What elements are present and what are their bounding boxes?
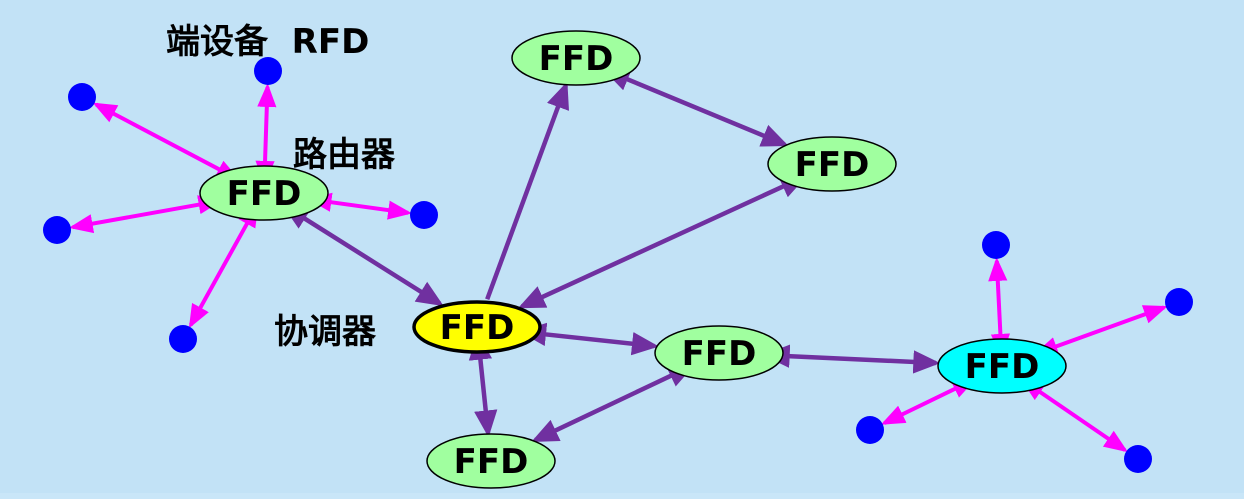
ffd-label: FFD xyxy=(454,442,529,482)
ffd-node-top: FFD xyxy=(511,30,641,86)
ffd-ellipse xyxy=(412,300,542,354)
ffd-ellipse xyxy=(199,165,329,221)
ffd-ellipse xyxy=(511,30,641,86)
ffd-node-right: FFD xyxy=(767,136,897,192)
rfd-node xyxy=(856,416,884,444)
router-label: 路由器 xyxy=(293,135,396,175)
rfd-link-router-r3 xyxy=(307,192,413,220)
backbone-link-mid-cyan xyxy=(762,344,941,374)
ffd-node-bottom: FFD xyxy=(426,433,556,489)
ffd-node-router: FFD xyxy=(199,165,329,221)
ffd-ellipse xyxy=(654,325,784,381)
ffd-label: FFD xyxy=(965,347,1040,387)
rfd-node xyxy=(410,201,438,229)
backbone-link-top-right xyxy=(602,68,789,147)
rfd-link-cyan-c4 xyxy=(1020,378,1129,453)
ffd-node-cyan: FFD xyxy=(937,338,1067,394)
links-layer xyxy=(68,68,1168,453)
ffd-label: FFD xyxy=(440,308,515,348)
ffd-ellipse xyxy=(767,136,897,192)
rfd-dot xyxy=(169,325,197,353)
rfd-link-router-r2 xyxy=(92,102,241,181)
rfd-dot xyxy=(856,416,884,444)
backbone-link-coord-mid xyxy=(519,322,659,356)
rfd-link-cyan-c2 xyxy=(1033,305,1168,356)
rfd-node xyxy=(1165,288,1193,316)
rfd-node xyxy=(169,325,197,353)
rfd-node xyxy=(982,231,1010,259)
rfd-dot xyxy=(1124,445,1152,473)
rfd-link-router-r4 xyxy=(68,195,223,234)
backbone-link-router-coord xyxy=(282,204,444,307)
rfd-link-cyan-c3 xyxy=(880,378,977,425)
rfd-dot xyxy=(43,216,71,244)
rfd-dot xyxy=(68,83,96,111)
rfd-link-cyan-c1 xyxy=(988,256,1010,358)
rfd-node xyxy=(68,83,96,111)
rfd-node xyxy=(43,216,71,244)
ffd-label: FFD xyxy=(682,334,757,374)
coordinator-label: 协调器 xyxy=(274,312,377,352)
backbone-link-coord-bottom xyxy=(468,332,498,438)
backbone-link-coord-top xyxy=(485,81,569,301)
rfd-dot xyxy=(254,57,282,85)
ffd-ellipse xyxy=(426,433,556,489)
rfd-link-router-r5 xyxy=(188,202,259,329)
ffd-ellipse xyxy=(937,338,1067,394)
ffd-label: FFD xyxy=(227,174,302,214)
rfd-link-router-r1 xyxy=(255,82,277,185)
rfd-node xyxy=(254,57,282,85)
backbone-link-right-coord xyxy=(517,175,808,309)
ffd-node-coord: FFD xyxy=(412,300,542,354)
rfd-dot xyxy=(1165,288,1193,316)
end-device-rfd-label: 端设备 RFD xyxy=(166,22,369,62)
nodes-layer: FFD FFD FFD FFD FFD FFD FFD xyxy=(43,30,1193,489)
bottom-strip xyxy=(0,493,1244,499)
ffd-node-mid: FFD xyxy=(654,325,784,381)
rfd-dot xyxy=(410,201,438,229)
rfd-dot xyxy=(982,231,1010,259)
rfd-node xyxy=(1124,445,1152,473)
ffd-label: FFD xyxy=(539,39,614,79)
ffd-label: FFD xyxy=(795,145,870,185)
backbone-link-mid-bottom xyxy=(531,364,696,443)
